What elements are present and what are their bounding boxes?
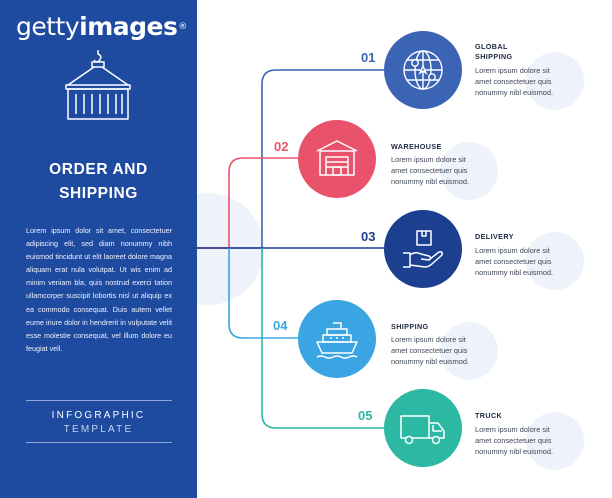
background-halo <box>526 52 584 110</box>
background-halo <box>526 232 584 290</box>
step-number-03: 03 <box>361 229 376 244</box>
step-circle-warehouse <box>298 120 376 198</box>
hand-package-icon <box>403 230 443 268</box>
step-number-04: 04 <box>273 318 288 333</box>
background-halo <box>440 142 498 200</box>
background-halo <box>526 412 584 470</box>
step-label-warehouse: WAREHOUSE <box>391 142 442 151</box>
globe-plane-icon <box>403 50 443 90</box>
sidebar-panel: gettyimages® ORDER AND SHIPPING Lorem ip… <box>0 0 197 498</box>
cargo-ship-icon <box>316 322 358 359</box>
background-halo <box>440 322 498 380</box>
step-circle-shipping <box>298 300 376 378</box>
step-label-delivery: DELIVERY <box>475 232 514 241</box>
step-number-01: 01 <box>361 50 376 65</box>
step-label-shipping: SHIPPING <box>391 322 429 331</box>
getty-images-logo: gettyimages® <box>16 12 187 41</box>
step-number-02: 02 <box>274 139 289 154</box>
shipping-container-icon <box>65 50 131 120</box>
intro-paragraph: Lorem ipsum dolor sit amet, consectetuer… <box>26 226 172 353</box>
subtitle-template: TEMPLATE <box>63 424 134 435</box>
step-circle-delivery <box>384 210 462 288</box>
warehouse-icon <box>316 140 358 176</box>
truck-icon <box>400 415 445 445</box>
divider-bottom <box>26 442 172 443</box>
step-number-05: 05 <box>358 408 373 423</box>
step-circle-global-shipping <box>384 31 462 109</box>
page-title: ORDER AND SHIPPING <box>49 161 148 202</box>
subtitle-infographic: INFOGRAPHIC <box>51 410 146 421</box>
step-label-truck: TRUCK <box>475 411 503 420</box>
divider-top <box>26 400 172 401</box>
step-circle-truck <box>384 389 462 467</box>
